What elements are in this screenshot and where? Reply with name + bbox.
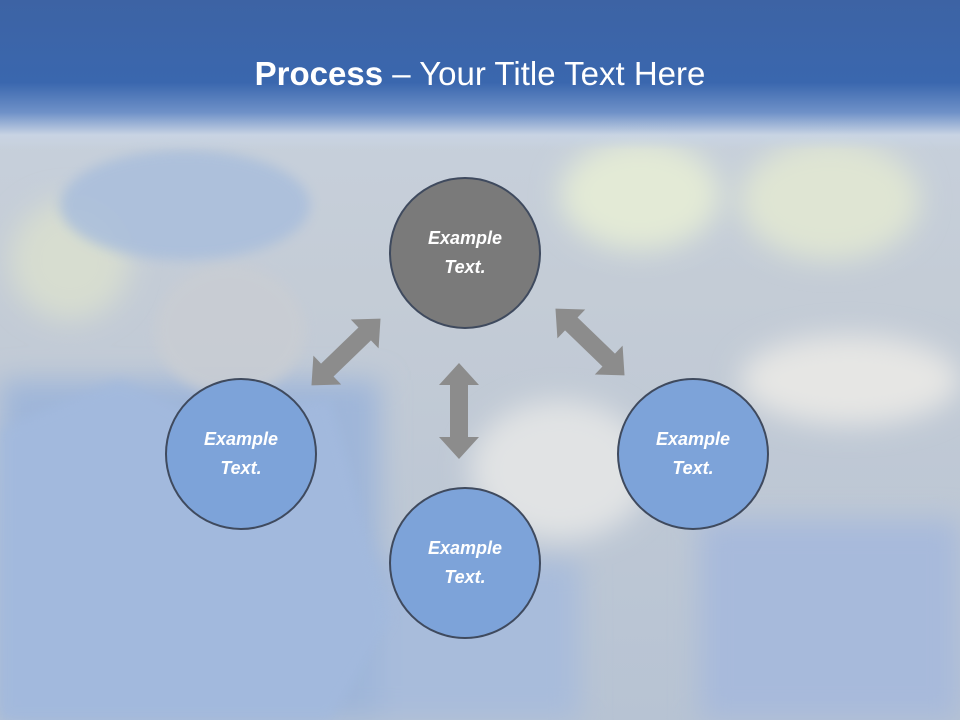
node-left-label: Example Text. <box>203 429 279 478</box>
node-top: Example Text. <box>389 177 541 329</box>
arrow-top-right <box>541 294 639 390</box>
node-bottom: Example Text. <box>389 487 541 639</box>
arrow-vertical <box>439 363 479 459</box>
node-right: Example Text. <box>617 378 769 530</box>
slide-title: Process – Your Title Text Here <box>0 52 960 96</box>
arrow-top-left <box>297 304 395 400</box>
node-bottom-label: Example Text. <box>427 538 503 587</box>
node-left: Example Text. <box>165 378 317 530</box>
title-bold: Process <box>254 55 384 92</box>
title-bar <box>0 0 960 150</box>
node-top-label: Example Text. <box>427 228 503 277</box>
node-right-label: Example Text. <box>655 429 731 478</box>
title-rest: – Your Title Text Here <box>383 55 706 92</box>
